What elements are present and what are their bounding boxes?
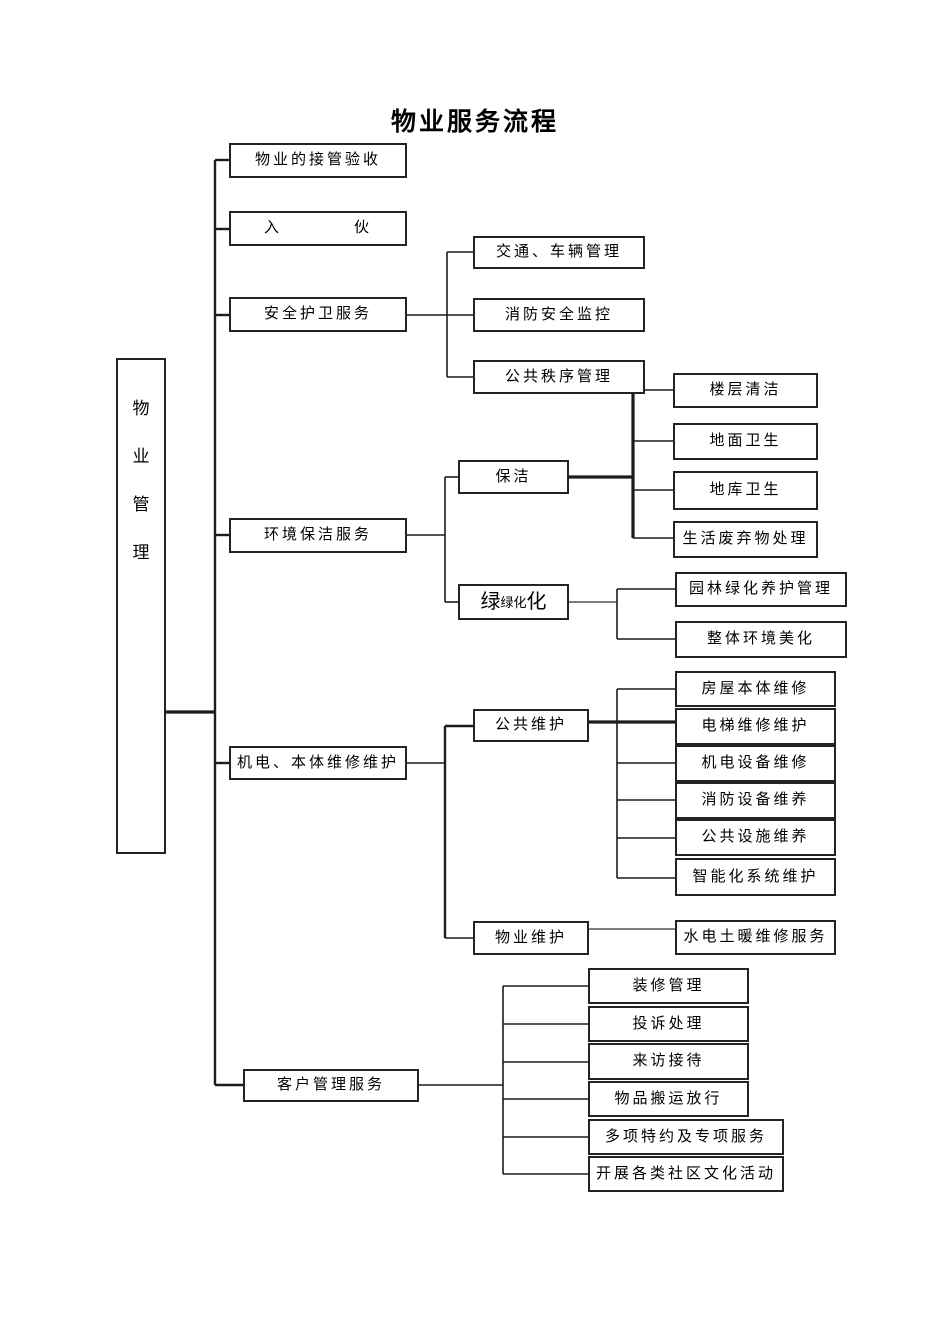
node-floor-cleaning: 楼层清洁 (673, 373, 818, 408)
node-house-repair: 房屋本体维修 (675, 671, 836, 707)
node-cleaning: 保洁 (458, 460, 569, 494)
node-label: 智能化系统维护 (692, 868, 819, 885)
node-complaint-handling: 投诉处理 (588, 1006, 749, 1042)
node-fire-safety-monitoring: 消防安全监控 (473, 298, 645, 332)
node-label-part: 绿化 (500, 594, 527, 610)
node-mechanical-equipment-repair: 机电设备维修 (675, 745, 836, 782)
node-label: 机电、本体维修维护 (236, 754, 399, 771)
node-garden-greening-care: 园林绿化养护管理 (675, 572, 847, 607)
node-label: 园林绿化养护管理 (688, 581, 833, 597)
node-community-activities: 开展各类社区文化活动 (588, 1156, 784, 1192)
node-customer-management-service: 客户管理服务 (243, 1069, 419, 1102)
node-elevator-maintenance: 电梯维修维护 (675, 708, 836, 745)
node-label: 消防设备维养 (701, 792, 810, 808)
node-environment-cleaning-service: 环境保洁服务 (229, 518, 407, 553)
node-special-services: 多项特约及专项服务 (588, 1119, 784, 1155)
node-label: 公共维护 (494, 717, 567, 733)
node-greening: 绿绿化化 (458, 584, 569, 620)
page-title: 物业服务流程 (390, 109, 559, 136)
node-label: 安全护卫服务 (263, 306, 372, 322)
node-security-service: 安全护卫服务 (229, 297, 407, 332)
node-label: 地面卫生 (709, 433, 782, 449)
node-label: 环境保洁服务 (263, 527, 372, 543)
node-label: 物品搬运放行 (614, 1090, 723, 1107)
node-public-maintenance: 公共维护 (473, 709, 589, 742)
node-decoration-management: 装修管理 (588, 968, 749, 1004)
node-move-in: 入 伙 (229, 211, 407, 246)
node-label: 公共设施维养 (701, 829, 810, 845)
node-label-part: 绿 (480, 591, 501, 613)
node-waste-disposal: 生活废弃物处理 (673, 521, 818, 558)
node-label: 入 伙 (263, 220, 372, 236)
node-label: 整体环境美化 (706, 631, 815, 647)
node-label: 开展各类社区文化活动 (595, 1165, 776, 1182)
node-property-maintenance: 物业维护 (473, 921, 589, 955)
node-property-management: 物 业 管 理 (116, 358, 166, 854)
node-environment-beautification: 整体环境美化 (675, 621, 847, 658)
node-label: 电梯维修维护 (701, 718, 810, 734)
node-takeover-acceptance: 物业的接管验收 (229, 143, 407, 178)
node-basement-hygiene: 地库卫生 (673, 471, 818, 510)
node-label: 地库卫生 (709, 482, 782, 498)
node-label: 交通、车辆管理 (495, 244, 622, 260)
node-smart-system-maintenance: 智能化系统维护 (675, 858, 836, 896)
node-ground-hygiene: 地面卫生 (673, 423, 818, 460)
node-label-char: 业 (132, 447, 150, 466)
node-goods-moving-pass: 物品搬运放行 (588, 1081, 749, 1117)
node-label: 房屋本体维修 (701, 680, 810, 697)
node-label: 装修管理 (632, 977, 705, 994)
node-label-char: 管 (132, 495, 150, 514)
node-plumbing-repair-service: 水电土暖维修服务 (675, 920, 836, 955)
node-label: 客户管理服务 (276, 1077, 385, 1093)
node-label-char: 理 (132, 543, 150, 562)
node-label-char: 物 (132, 399, 150, 418)
node-public-order-management: 公共秩序管理 (473, 360, 645, 394)
node-label: 来访接待 (632, 1053, 705, 1069)
node-label: 保洁 (495, 468, 532, 485)
node-label-part: 化 (526, 591, 547, 613)
node-label: 物业维护 (494, 929, 567, 946)
node-label: 机电设备维修 (701, 755, 810, 771)
node-public-facilities-maintenance: 公共设施维养 (675, 819, 836, 856)
node-label: 生活废弃物处理 (682, 531, 809, 547)
node-visitor-reception: 来访接待 (588, 1043, 749, 1080)
node-label: 投诉处理 (632, 1015, 705, 1032)
node-label: 公共秩序管理 (504, 368, 613, 385)
node-label: 多项特约及专项服务 (604, 1128, 767, 1145)
node-fire-equipment-maintenance: 消防设备维养 (675, 782, 836, 819)
node-label: 物业的接管验收 (254, 152, 381, 168)
node-label: 楼层清洁 (709, 382, 782, 398)
node-traffic-vehicle-management: 交通、车辆管理 (473, 236, 645, 269)
node-label: 水电土暖维修服务 (683, 929, 828, 945)
node-mechanical-maintenance-service: 机电、本体维修维护 (229, 746, 407, 780)
node-label: 消防安全监控 (504, 306, 613, 323)
